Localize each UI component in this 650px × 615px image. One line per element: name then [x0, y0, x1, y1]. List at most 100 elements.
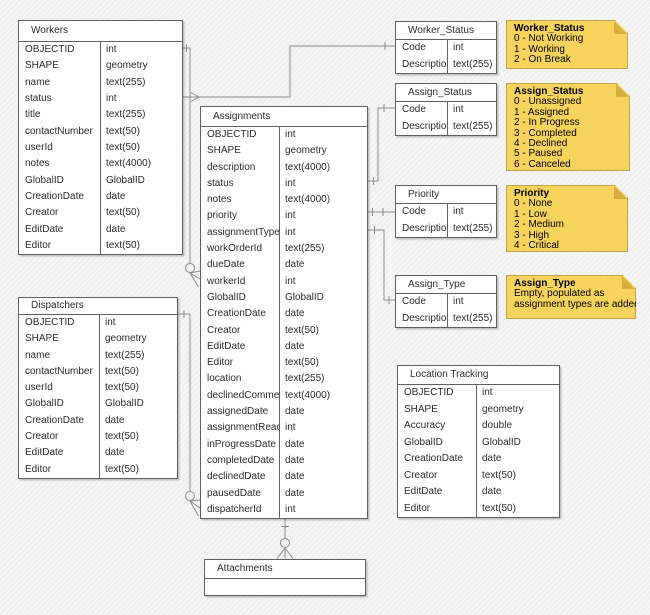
field-name: assignedDate [201, 404, 280, 421]
field-row: title text(255) [19, 107, 182, 124]
field-type: geometry [285, 145, 327, 157]
field-name: OBJECTID [398, 385, 477, 402]
field-name: Code [396, 204, 448, 221]
note-fold-icon [622, 276, 635, 289]
note-line: assignment types are added [514, 298, 640, 310]
field-type: GlobalID [106, 174, 145, 186]
note-line: 3 - Completed [514, 127, 577, 139]
note-line: 4 - Critical [514, 240, 560, 252]
field-name: GlobalID [398, 434, 477, 451]
field-name: location [201, 371, 280, 388]
field-name: GlobalID [19, 172, 101, 190]
field-type: geometry [106, 60, 148, 72]
note-line: 4 - Declined [514, 138, 568, 150]
empty-row [205, 579, 365, 595]
note-title-priority: Priority [514, 188, 550, 199]
field-name: Code [396, 294, 448, 311]
connector-workers-status-worker-status [183, 42, 395, 102]
note-fold-icon [614, 186, 627, 199]
field-type: text(255) [106, 109, 146, 121]
field-type: date [285, 487, 305, 499]
field-name: Editor [398, 500, 477, 517]
field-name: workOrderId [201, 241, 280, 258]
field-name: priority [201, 208, 280, 225]
field-type: date [285, 308, 305, 320]
crow-foot-many [276, 547, 294, 559]
field-name: SHAPE [19, 331, 100, 348]
note-fold-icon [614, 21, 627, 34]
note-line: 0 - Unassigned [514, 96, 582, 108]
field-type: text(50) [106, 207, 140, 219]
field-name: status [19, 91, 101, 108]
field-type: int [285, 210, 296, 222]
connector-assignments-priority-priority [368, 208, 395, 216]
field-name: assignmentRead [201, 420, 280, 437]
field-name: Creator [19, 429, 100, 446]
field-type: date [285, 340, 305, 352]
field-type: text(50) [105, 365, 139, 377]
field-type: int [285, 129, 296, 140]
field-type: text(4000) [285, 161, 331, 173]
note-line: 0 - Not Working [514, 33, 584, 45]
field-type: text(255) [285, 373, 325, 385]
field-name: notes [19, 156, 101, 173]
field-type: date [482, 453, 502, 464]
field-type: int [285, 226, 296, 238]
field-type: int [453, 42, 464, 53]
field-name: Description [396, 220, 448, 237]
field-name: title [19, 107, 101, 124]
field-type: date [106, 191, 126, 203]
field-name: Editor [19, 238, 101, 255]
field-type: date [105, 414, 125, 426]
entity-title-worker-status: Worker_Status [396, 22, 496, 40]
note-line: 1 - Assigned [514, 106, 570, 118]
entity-title-assign-status: Assign_Status [396, 84, 496, 102]
field-type: GlobalID [482, 436, 521, 448]
field-name: contactNumber [19, 363, 100, 381]
field-type: int [285, 177, 296, 189]
field-type: int [285, 503, 296, 515]
field-name: userId [19, 380, 100, 397]
field-name: Description [396, 56, 448, 73]
field-name: dispatcherId [201, 501, 280, 519]
field-type: text(4000) [106, 158, 152, 170]
field-name: Code [396, 102, 448, 119]
field-type: text(50) [482, 469, 516, 481]
note-title-assign-status: Assign_Status [514, 86, 584, 97]
field-type: GlobalID [285, 291, 324, 303]
connector-dispatchers-assignments-dispatcherid [178, 310, 201, 517]
entity-title-attachments: Attachments [205, 560, 365, 579]
entity-title-dispatchers: Dispatchers [19, 298, 177, 315]
entity-title-priority: Priority [396, 186, 496, 204]
field-name: Description [396, 118, 448, 135]
